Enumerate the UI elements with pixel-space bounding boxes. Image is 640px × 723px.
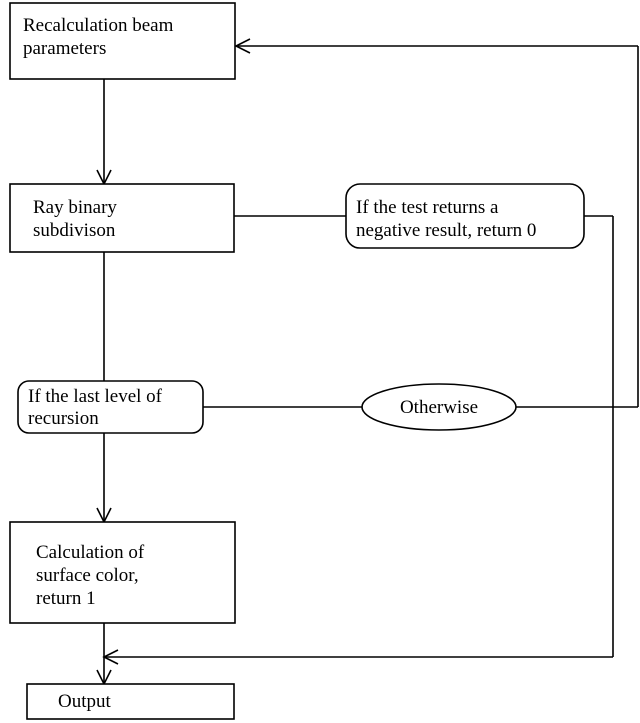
node-ray-line-2: subdivison [33,220,116,241]
svg-text:If the test returns a ne: If the test returns a negative result, r… [356,197,536,241]
node-output-label: Output [58,691,112,712]
node-test-box [345,183,585,249]
node-last-level-line-1: If the last level of [28,386,163,407]
node-output: Output [26,683,235,720]
node-test-line-1: If the test returns a [356,197,499,218]
node-output-box [26,683,235,720]
node-calc-line-3: return 1 [36,588,96,609]
node-ray-subdivision: Ray binary subdivison [9,183,235,253]
svg-text:Ray binary subdivison: Ray binary subdivison [33,197,122,241]
node-otherwise-ellipse [361,383,517,431]
node-calc-box [9,521,236,624]
node-recalc-box [9,2,236,80]
svg-text:If the last level of rec: If the last level of recursion [28,386,167,429]
node-calc-line-2: surface color, [36,565,139,586]
node-last-level: If the last level of recursion [17,380,204,434]
node-last-level-box [17,380,204,434]
node-recalc-beam: Recalculation beam parameters [9,2,236,80]
edges [96,38,639,686]
arrowhead-recalc [234,38,251,54]
node-calc-surface: Calculation of surface color, return 1 [9,521,236,624]
node-recalc-line-2: parameters [23,38,106,59]
node-test-line-2: negative result, return 0 [356,220,536,241]
node-test-negative: If the test returns a negative result, r… [345,183,585,249]
svg-text:Calculation of surface c: Calculation of surface color, return 1 [36,542,149,609]
node-recalc-line-1: Recalculation beam [23,15,174,36]
node-otherwise-label: Otherwise [400,397,478,418]
node-ray-line-1: Ray binary [33,197,117,218]
node-ray-box [9,183,235,253]
svg-text:Otherwise: Otherwise [400,397,478,418]
node-otherwise: Otherwise [361,383,517,431]
node-calc-line-1: Calculation of [36,542,145,563]
svg-text:Recalculation beam param: Recalculation beam parameters [23,15,178,59]
node-last-level-line-2: recursion [28,408,99,429]
svg-text:Output: Output [58,691,112,712]
